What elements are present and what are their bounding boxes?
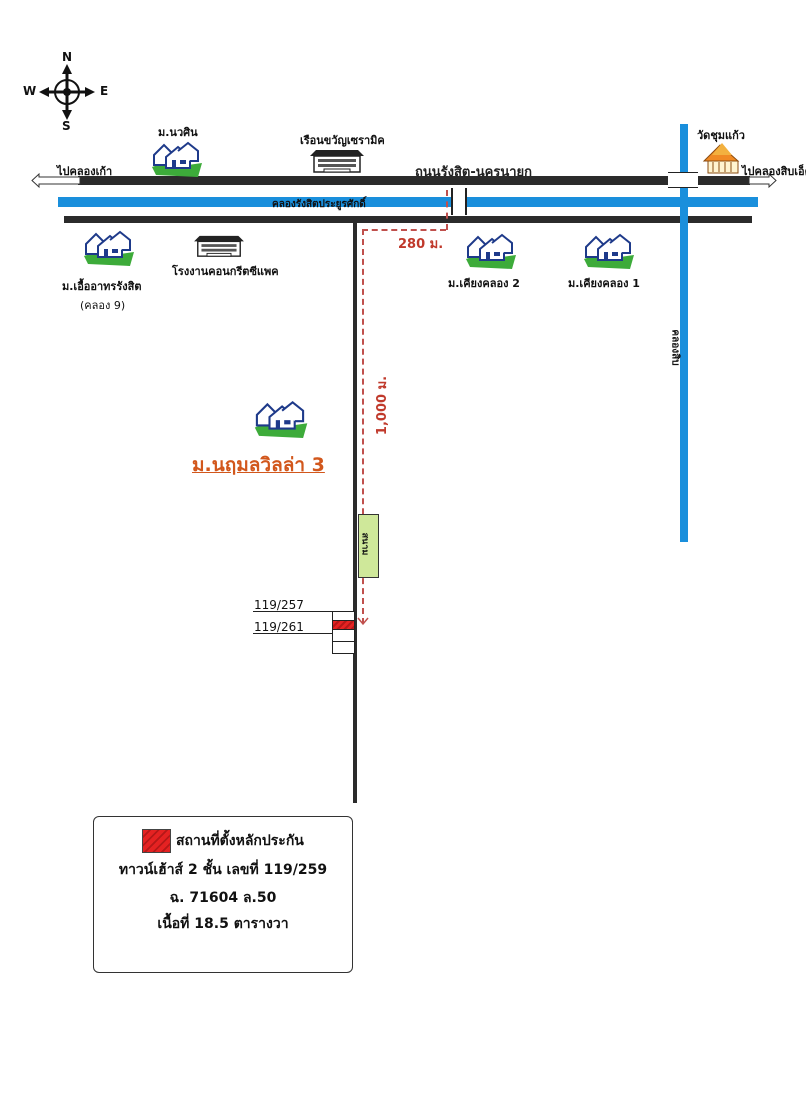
main-road-label: ถนนรังสิต-นครนายก [415, 165, 532, 180]
frontage-road [64, 216, 752, 223]
legend-line4: เนื้อที่ 18.5 ตารางวา [157, 916, 289, 932]
to-west-label: ไปคลองเก้า [57, 165, 113, 178]
vertical-canal-label: คลองสิบ [669, 329, 681, 366]
khiang2-label: ม.เคียงคลอง 2 [448, 277, 520, 290]
ceramic-label: เรือนขวัญเซรามิค [300, 134, 385, 147]
compass: N S W E [20, 50, 115, 134]
legend-title: สถานที่ตั้งหลักประกัน [176, 833, 304, 849]
village-icon [84, 230, 134, 266]
canal-label: คลองรังสิตประยูรศักดิ์ [272, 199, 366, 210]
soi-road [353, 223, 357, 803]
euaarthon-sub-label: (คลอง 9) [80, 299, 126, 312]
cpac-label: โรงงานคอนกรีตซีแพค [172, 265, 279, 278]
distance-280-label: 280 ม. [398, 237, 444, 252]
compass-s: S [62, 119, 71, 133]
collateral-swatch-icon [142, 829, 172, 853]
plot-leader-upper [253, 611, 332, 612]
arrow-down-icon [357, 617, 369, 626]
plot-row-4 [332, 641, 355, 654]
compass-w: W [23, 84, 37, 98]
plot-lower-label: 119/261 [254, 620, 304, 634]
distance-1000-line [362, 229, 364, 624]
plot-leader-lower [253, 633, 332, 634]
compass-rose-icon [39, 64, 95, 120]
rangsit-canal [58, 197, 758, 207]
legend-title-row: สถานที่ตั้งหลักประกัน [94, 829, 352, 853]
compass-e: E [100, 84, 109, 98]
village-icon [152, 141, 202, 177]
arrow-east-icon [748, 172, 777, 189]
field-label: สนาม [359, 532, 370, 556]
euaarthon-label: ม.เอื้ออาทรรังสิต [62, 280, 142, 293]
field-box [358, 514, 379, 578]
village-icon [584, 233, 634, 269]
village-icon [466, 233, 516, 269]
legend-box: สถานที่ตั้งหลักประกัน ทาวน์เฮ้าส์ 2 ชั้น… [93, 816, 353, 973]
main-road [78, 176, 750, 185]
khlong-sib-canal [680, 124, 688, 542]
village-icon [254, 400, 308, 438]
legend-line2: ทาวน์เฮ้าส์ 2 ชั้น เลขที่ 119/259 [118, 862, 328, 878]
khiang1-label: ม.เคียงคลอง 1 [568, 277, 640, 290]
distance-1000-label: 1,000 ม. [375, 375, 391, 436]
bridge-soi [451, 188, 467, 215]
building-icon [310, 150, 364, 173]
legend-line3: ฉ. 71604 ล.50 [169, 890, 277, 906]
target-village-label: ม.นฤมลวิลล่า 3 [192, 454, 325, 476]
to-east-label: ไปคลองสิบเอ็ด [742, 165, 806, 178]
temple-icon [702, 143, 740, 174]
distance-280-line [362, 229, 446, 231]
wat-label: วัดชุมแก้ว [697, 129, 745, 142]
plot-upper-label: 119/257 [254, 598, 304, 612]
nawasin-label: ม.นวศิน [158, 126, 198, 139]
arrow-west-icon [31, 172, 81, 189]
bridge-east [668, 172, 698, 188]
factory-icon [194, 235, 244, 257]
compass-n: N [62, 50, 73, 64]
distance-280-tick [446, 190, 448, 230]
